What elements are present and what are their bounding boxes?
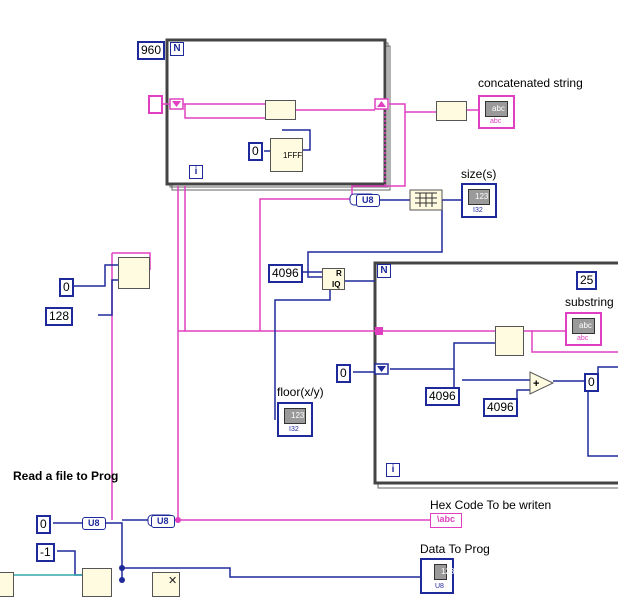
numeric-down-arrow <box>377 366 386 372</box>
string-type-tag: abc <box>577 335 589 342</box>
substring-label: substring <box>565 295 614 309</box>
sizes-label: size(s) <box>461 167 497 181</box>
string-subset-node-2[interactable] <box>495 326 524 356</box>
hex-format-label: 1FFF <box>283 151 303 160</box>
count-constant[interactable]: 25 <box>576 271 598 290</box>
junction-dot <box>119 577 125 583</box>
concatenate-strings-node-2[interactable] <box>436 101 467 121</box>
floor-indicator[interactable]: 123 I32 <box>277 402 313 437</box>
string-wires <box>111 103 618 521</box>
junction-dot <box>119 565 125 571</box>
neg-one-constant[interactable]: -1 <box>36 543 55 562</box>
string-display: abc <box>485 101 508 117</box>
chunk-size-constant[interactable]: 4096 <box>268 264 303 283</box>
floor-label: floor(x/y) <box>277 385 324 399</box>
concatenated-string-label: concatenated string <box>478 76 583 90</box>
string-display: abc <box>572 318 595 334</box>
loop-count-terminal: N <box>170 42 184 56</box>
increment-constant[interactable]: 4096 <box>483 398 518 417</box>
numeric-type-tag: I32 <box>473 207 483 214</box>
string-type-tag: abc <box>490 118 502 125</box>
string-cast-terminal: U8 <box>151 515 175 528</box>
close-file-node[interactable]: ✕ <box>152 572 180 597</box>
string-tunnel <box>375 327 383 335</box>
loop2-iteration-terminal: i <box>386 463 400 477</box>
numeric-display: 123 <box>468 189 490 205</box>
add-symbol: + <box>533 378 539 390</box>
quotient-r-label: R <box>336 269 342 278</box>
read-binary-file-node[interactable] <box>82 568 112 597</box>
shift-up-arrow <box>377 101 386 107</box>
concatenated-string-indicator[interactable]: abc abc <box>478 95 515 129</box>
offset-zero-constant[interactable]: 0 <box>59 278 74 297</box>
string-subset-node[interactable] <box>118 257 150 289</box>
quotient-iq-label: IQ <box>332 280 341 289</box>
concatenate-strings-node[interactable] <box>265 100 296 120</box>
junction-dot <box>175 517 181 523</box>
loop-count-constant[interactable]: 960 <box>137 41 166 60</box>
hex-string-display: \abc <box>437 514 456 524</box>
open-file-node[interactable] <box>0 572 14 597</box>
length-constant[interactable]: 128 <box>45 307 74 326</box>
numeric-type-tag: I32 <box>289 426 299 433</box>
numeric-wires <box>10 129 618 580</box>
array-display: 123 <box>434 564 454 580</box>
byte-array-cast-terminal: U8 <box>356 194 380 207</box>
data-to-prog-indicator[interactable]: 123 U8 <box>420 558 454 594</box>
array-size-node[interactable] <box>409 189 443 211</box>
initial-offset-constant[interactable]: 0 <box>336 364 351 383</box>
substring-indicator[interactable]: abc abc <box>565 312 602 346</box>
hex-code-indicator[interactable]: \abc <box>430 513 462 528</box>
loop2-count-terminal: N <box>377 264 391 278</box>
shift-register-left[interactable] <box>148 95 163 114</box>
hex-code-label: Hex Code To be writen <box>430 498 552 512</box>
read-zero-constant[interactable]: 0 <box>36 515 51 534</box>
array-type-tag: U8 <box>435 583 444 590</box>
loop-iteration-terminal: i <box>189 165 203 179</box>
number-to-hex-string-node[interactable]: 1FFF <box>270 138 303 172</box>
shift-down-arrow <box>172 101 181 107</box>
add-function[interactable] <box>529 371 555 395</box>
subset-length-constant[interactable]: 4096 <box>425 387 460 406</box>
u8-type-constant: U8 <box>82 517 106 530</box>
zero-constant-right[interactable]: 0 <box>584 373 599 392</box>
quotient-remainder-node[interactable]: R IQ <box>322 268 345 290</box>
close-icon: ✕ <box>168 574 178 587</box>
data-to-prog-label: Data To Prog <box>420 542 490 556</box>
read-file-comment: Read a file to Prog <box>13 469 119 483</box>
zero-constant[interactable]: 0 <box>248 142 263 161</box>
numeric-display: 123 <box>284 408 306 424</box>
sizes-indicator[interactable]: 123 I32 <box>461 183 497 218</box>
